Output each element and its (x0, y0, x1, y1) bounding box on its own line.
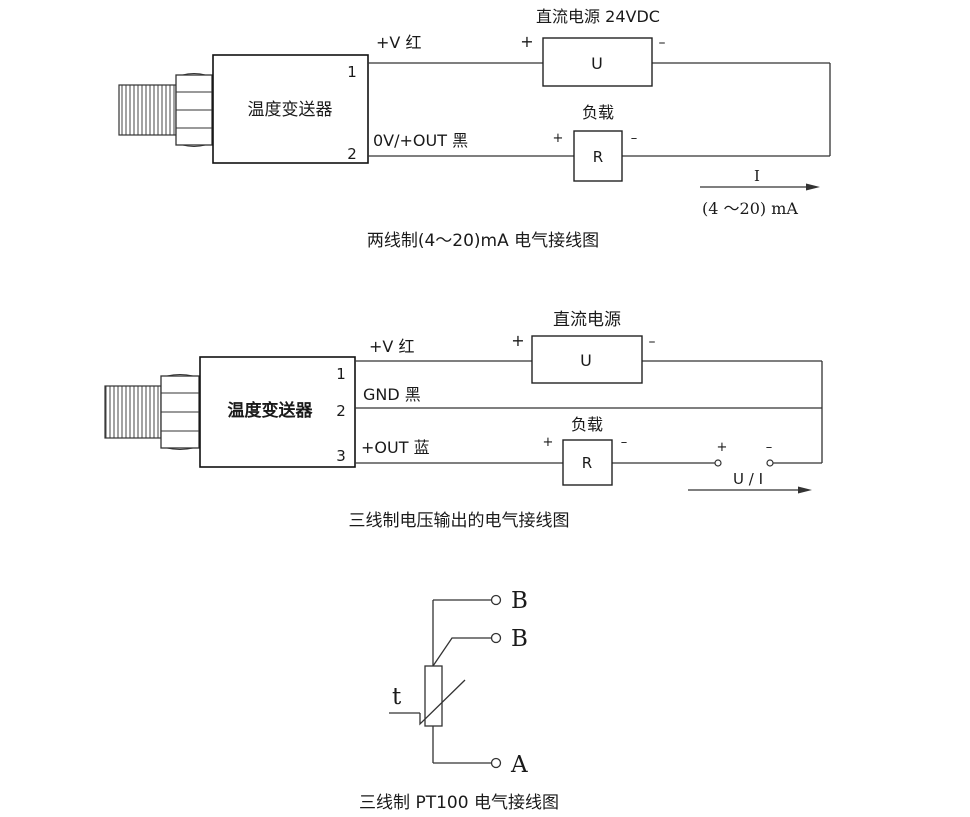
meter-plus: + (717, 440, 728, 455)
current-arrow-icon (700, 183, 820, 191)
terminal-b2-label: B (511, 626, 528, 652)
wire-2-label: 0V/+OUT 黑 (373, 131, 468, 150)
supply-title: 直流电源 24VDC (536, 7, 660, 26)
sensor-symbol: t (392, 684, 402, 710)
load-title: 负载 (582, 103, 614, 122)
supply-plus: + (520, 32, 533, 51)
diagram-pt100: B B A t 三线制 PT100 电气接线图 (359, 588, 559, 813)
supply-symbol: U (591, 54, 603, 73)
pin-2-label: 2 (347, 145, 357, 163)
supply-title: 直流电源 (553, 310, 621, 330)
diagram-three-wire-voltage: 温度变送器 1 2 3 +V 红 GND 黑 +OUT 蓝 直流电源 U + –… (104, 310, 823, 531)
lead-b2 (432, 637, 492, 667)
measure-arrow-icon (688, 486, 812, 494)
diagram-two-wire: 温度变送器 1 2 +V 红 0V/+OUT 黑 直流电源 24VDC U + … (118, 7, 831, 251)
load-resistor-box (573, 130, 623, 182)
pin-3-label: 3 (336, 447, 346, 465)
load-resistor-box (562, 439, 613, 486)
transmitter-label: 温度变送器 (248, 100, 333, 120)
terminal-a-label: A (510, 752, 528, 778)
current-symbol: I (754, 167, 760, 185)
power-supply-box (542, 37, 653, 87)
pin-2-label: 2 (336, 402, 346, 420)
load-title: 负载 (571, 415, 603, 434)
current-range-label: (4 ～20) mA (702, 199, 798, 218)
load-symbol: R (593, 148, 603, 166)
terminal-a-icon (490, 757, 502, 769)
thermistor-slash-icon (419, 679, 466, 726)
wire-3-label: +OUT 蓝 (361, 438, 430, 457)
transmitter-box (212, 54, 369, 164)
terminal-b1-icon (490, 594, 502, 606)
terminal-b2-icon (490, 632, 502, 644)
sensor-fitting-icon (104, 374, 200, 450)
meter-label: U / I (733, 470, 763, 488)
supply-plus: + (511, 331, 524, 350)
meter-terminal-minus (766, 459, 774, 467)
load-minus: – (621, 435, 628, 450)
pin-1-label: 1 (347, 63, 357, 81)
wire-1-label: +V 红 (369, 337, 414, 356)
supply-minus: – (649, 334, 656, 350)
pin-1-label: 1 (336, 365, 346, 383)
meter-terminal-plus (714, 459, 722, 467)
load-plus: + (553, 131, 564, 146)
wire-1-label: +V 红 (376, 33, 421, 52)
wire-2-label: GND 黑 (363, 385, 421, 404)
load-minus: – (631, 131, 638, 146)
sensor-fitting-icon (118, 73, 213, 147)
load-plus: + (543, 435, 554, 450)
supply-minus: – (659, 35, 666, 51)
transmitter-box (199, 356, 356, 468)
caption-two-wire: 两线制(4～20)mA 电气接线图 (367, 231, 599, 251)
caption-pt100: 三线制 PT100 电气接线图 (359, 793, 559, 813)
load-symbol: R (582, 454, 592, 472)
supply-symbol: U (580, 351, 592, 370)
power-supply-box (531, 335, 643, 384)
transmitter-label: 温度变送器 (228, 400, 314, 421)
meter-minus: – (766, 440, 773, 455)
caption-three-wire: 三线制电压输出的电气接线图 (349, 511, 570, 531)
terminal-b1-label: B (511, 588, 528, 614)
